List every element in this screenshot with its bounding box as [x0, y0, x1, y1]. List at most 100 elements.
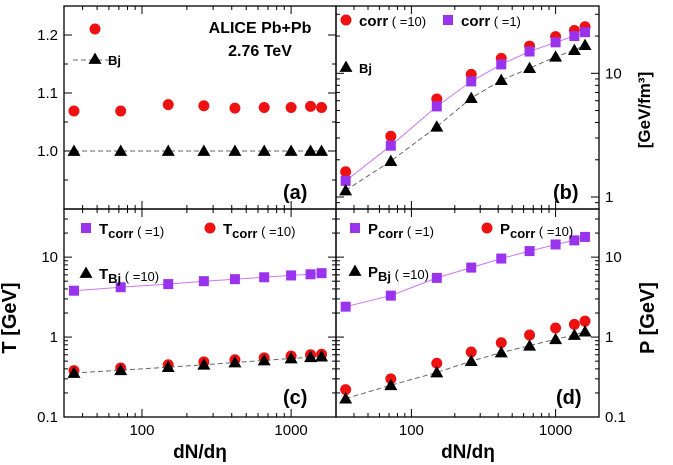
legend-main: T: [99, 266, 108, 283]
data-point-circle: [385, 130, 397, 142]
data-point-square: [466, 262, 477, 273]
data-point-circle: [198, 100, 210, 112]
ylabel-b: [GeV/fm³]: [635, 72, 654, 149]
panel-a: 1.01.11.2Bj(a): [37, 5, 337, 210]
y-tick-label: 1.1: [37, 85, 58, 102]
data-point-square: [466, 76, 477, 87]
data-point-triangle: [114, 144, 128, 156]
legend-sub: corr: [108, 226, 133, 241]
data-point-square: [524, 246, 535, 257]
data-point-square: [496, 59, 507, 70]
legend-label: Bj: [359, 61, 372, 76]
legend-marker-triangle: [79, 266, 93, 278]
legend-sub: corr: [232, 226, 257, 241]
y-tick-label: 0.1: [605, 409, 626, 426]
data-point-triangle: [315, 350, 329, 362]
legend-paren: ( =1): [403, 224, 434, 239]
x-tick-label: 1000: [539, 422, 572, 439]
x-tick-label: 100: [399, 422, 424, 439]
data-point-circle: [305, 100, 317, 112]
data-point-circle: [550, 322, 562, 334]
data-point-triangle: [284, 144, 298, 156]
data-point-square: [198, 276, 209, 287]
data-point-circle: [579, 315, 591, 327]
legend-label: Bj: [108, 53, 121, 68]
legend-paren: ( =1): [133, 224, 164, 239]
legend-sub: corr: [510, 226, 535, 241]
legend-main: corr: [359, 13, 388, 30]
legend-paren: ( =10): [535, 224, 573, 239]
data-point-triangle: [494, 73, 508, 86]
data-point-square: [286, 270, 297, 281]
legend-label: corr ( =1): [461, 13, 521, 30]
legend-main: T: [223, 221, 232, 238]
panel-label: (b): [553, 182, 579, 204]
legend-sub: corr: [378, 226, 403, 241]
data-point-triangle: [284, 351, 298, 364]
data-point-triangle: [228, 356, 242, 368]
data-point-square: [550, 37, 561, 48]
y-tick-label: 1: [605, 329, 613, 346]
legend-marker-triangle: [88, 52, 102, 64]
data-point-square: [385, 140, 396, 151]
panel-frame: [63, 208, 337, 418]
data-point-triangle: [114, 363, 128, 376]
data-point-circle: [162, 99, 174, 111]
data-point-triangle: [549, 332, 563, 345]
data-point-triangle: [464, 354, 478, 367]
data-point-triangle: [523, 61, 537, 74]
y-tick-label: 1: [605, 189, 613, 206]
data-point-triangle: [257, 144, 271, 156]
panel-label: (a): [283, 182, 307, 204]
data-point-square: [431, 101, 442, 112]
y-tick-label: 1.2: [37, 27, 58, 44]
legend-marker-triangle: [348, 264, 362, 276]
y-tick-label: 10: [605, 65, 622, 82]
legend-label: Tcorr ( =10): [223, 221, 295, 241]
legend-main: T: [99, 221, 108, 238]
data-point-triangle: [67, 366, 81, 378]
data-point-square: [305, 269, 316, 280]
data-point-triangle: [494, 346, 508, 358]
data-point-square: [340, 175, 351, 186]
data-point-square: [385, 290, 396, 301]
legend-paren: ( =10): [391, 267, 429, 282]
panel-label: (d): [556, 387, 582, 409]
legend-main: P: [500, 221, 510, 238]
series-line: [73, 356, 322, 374]
data-point-triangle: [161, 360, 175, 373]
y-tick-label: 0.1: [37, 409, 58, 426]
data-point-circle: [285, 102, 297, 113]
data-point-circle: [68, 105, 80, 117]
legend-paren: ( =1): [490, 14, 521, 29]
y-tick-label: 1: [50, 329, 58, 346]
legend-marker-circle: [340, 14, 352, 26]
data-point-square: [229, 274, 240, 285]
ylabel-c: T [GeV]: [0, 282, 21, 353]
x-tick-label: 1000: [274, 422, 307, 439]
data-point-triangle: [161, 144, 175, 156]
data-point-circle: [340, 384, 352, 396]
data-point-circle: [258, 102, 270, 113]
data-point-square: [550, 239, 561, 250]
data-point-square: [496, 253, 507, 264]
data-point-circle: [465, 346, 477, 358]
legend-sub: Bj: [378, 269, 391, 284]
y-tick-label: 10: [605, 249, 622, 266]
legend-marker-circle: [481, 222, 493, 234]
data-point-square: [68, 285, 79, 296]
legend-main: corr: [461, 13, 490, 30]
data-point-triangle: [384, 378, 398, 391]
data-point-circle: [431, 357, 443, 369]
legend-marker-square: [443, 15, 453, 25]
data-point-square: [259, 272, 270, 283]
data-point-square: [431, 272, 442, 283]
data-point-triangle: [578, 325, 592, 337]
legend-label: Pcorr ( =10): [500, 221, 573, 241]
data-point-circle: [495, 337, 507, 349]
data-point-triangle: [523, 339, 537, 351]
